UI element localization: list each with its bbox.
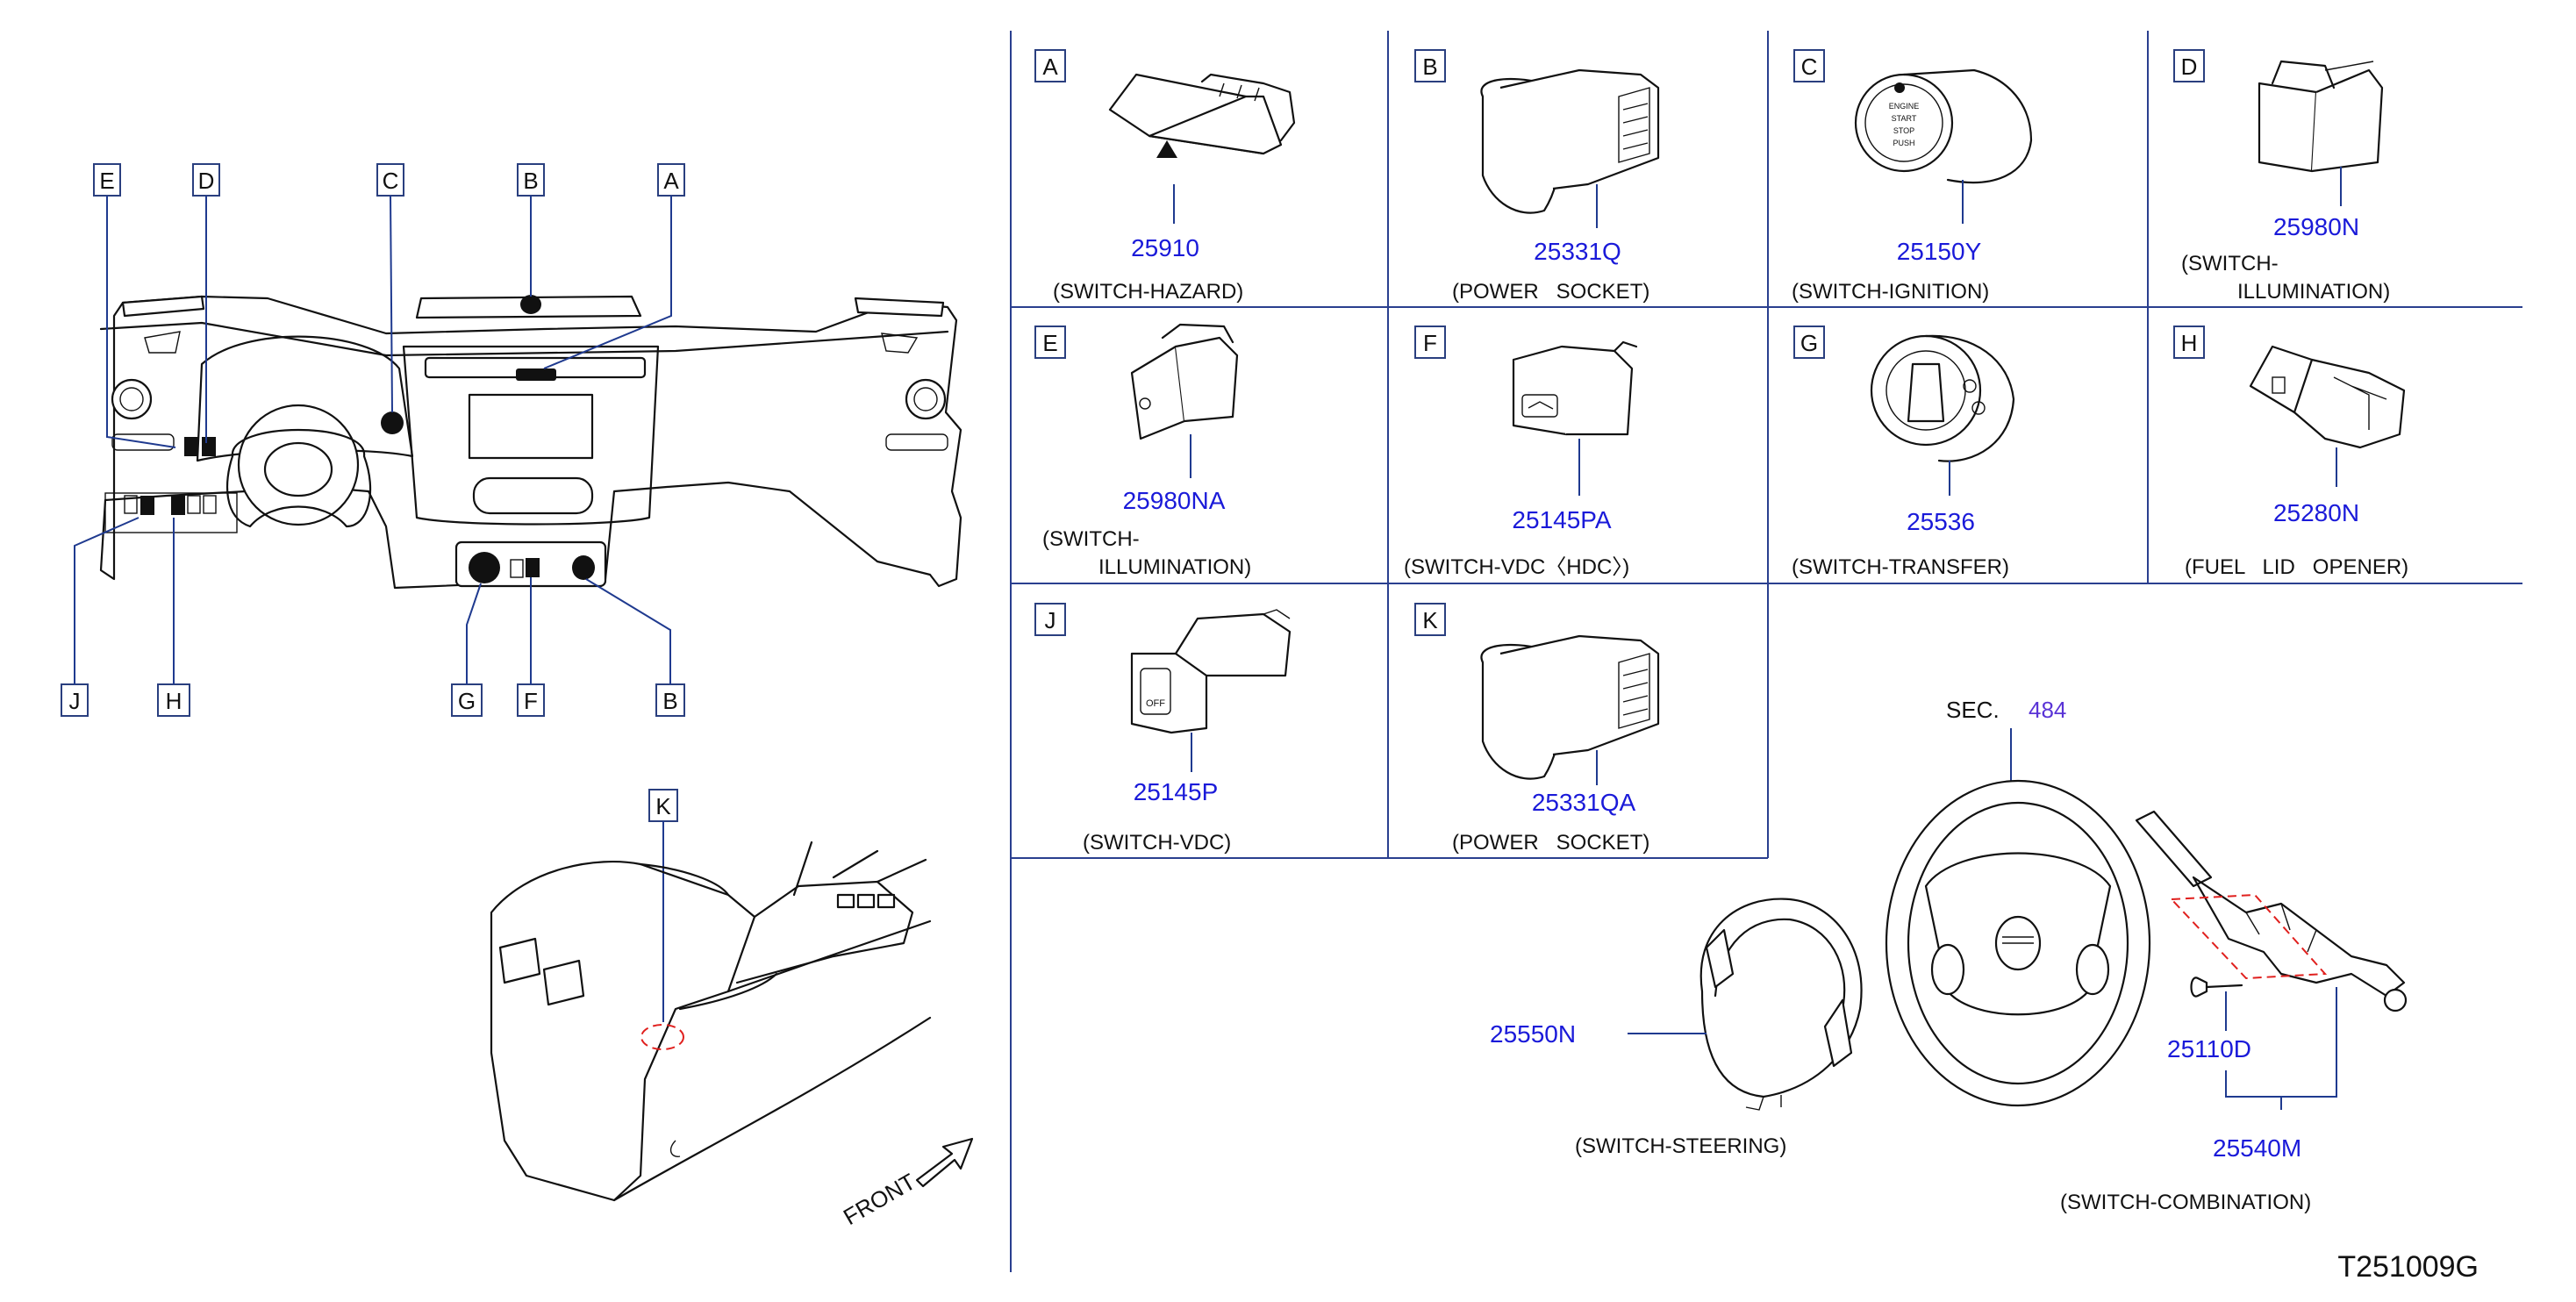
part-number-j: 25145P	[1134, 778, 1219, 805]
ignition-text-push: PUSH	[1893, 139, 1914, 147]
callout-B-bottom: B	[662, 688, 677, 714]
desc-c: (SWITCH-IGNITION)	[1792, 280, 1989, 304]
cell-letters	[1034, 49, 2205, 636]
desc-d-line1: (SWITCH-	[2181, 252, 2279, 275]
sec-number: 484	[2029, 697, 2066, 723]
fuel-lid-switch-icon	[2249, 345, 2406, 487]
desc-f: (SWITCH-VDC〈HDC〉)	[1404, 555, 1629, 579]
desc-e-line1: (SWITCH-	[1042, 527, 1140, 551]
callout-F: F	[524, 688, 538, 714]
ignition-text-engine: ENGINE	[1889, 102, 1920, 111]
vdc-switch-icon	[1130, 609, 1292, 772]
cell-letter-e: E	[1042, 330, 1057, 356]
desc-b: (POWER SOCKET)	[1452, 280, 1649, 304]
cell-letter-h: H	[2181, 330, 2198, 356]
callout-C: C	[383, 168, 399, 194]
part-number-combination: 25540M	[2213, 1134, 2301, 1162]
cell-letter-f: F	[1423, 330, 1437, 356]
desc-k: (POWER SOCKET)	[1452, 831, 1649, 855]
desc-e-line2: ILLUMINATION)	[1098, 555, 1251, 579]
transfer-switch-icon	[1870, 334, 2015, 496]
desc-j: (SWITCH-VDC)	[1083, 831, 1231, 855]
callout-A: A	[663, 168, 679, 194]
cell-letter-d: D	[2181, 54, 2198, 80]
part-number-screw: 25110D	[2167, 1035, 2251, 1062]
part-number-g: 25536	[1907, 508, 1975, 535]
callout-H: H	[166, 688, 182, 714]
part-number-h: 25280N	[2273, 499, 2359, 526]
callout-D: D	[198, 168, 215, 194]
part-number-switch-steering: 25550N	[1490, 1020, 1576, 1048]
part-number-f: 25145PA	[1512, 506, 1611, 533]
sec-label: SEC.	[1946, 697, 2000, 723]
callout-J: J	[69, 688, 81, 714]
cell-letter-b: B	[1422, 54, 1437, 80]
vdc-off-text: OFF	[1146, 698, 1165, 709]
cell-letter-g: G	[1800, 330, 1818, 356]
steering-assembly	[1628, 728, 2408, 1111]
hazard-switch-icon	[1108, 73, 1296, 224]
ignition-text-start: START	[1892, 114, 1917, 123]
power-socket-icon-b	[1480, 68, 1660, 228]
part-number-a: 25910	[1131, 234, 1199, 261]
illumination-switch-icon-d	[2258, 60, 2384, 206]
callout-B-top: B	[523, 168, 538, 194]
diagram-id: T251009G	[2337, 1250, 2479, 1284]
power-socket-icon-k	[1480, 634, 1660, 785]
front-label: FRONT	[839, 1168, 920, 1230]
console-overview	[490, 789, 974, 1202]
part-number-d: 25980N	[2273, 213, 2359, 240]
vdc-hdc-switch-icon	[1512, 340, 1638, 496]
ignition-switch-icon	[1854, 68, 2033, 224]
desc-g: (SWITCH-TRANSFER)	[1792, 555, 2009, 579]
part-number-b: 25331Q	[1534, 238, 1621, 265]
desc-d-line2: ILLUMINATION)	[2237, 280, 2390, 304]
part-number-e: 25980NA	[1123, 487, 1226, 514]
cell-letter-c: C	[1801, 54, 1818, 80]
illumination-switch-icon-e	[1130, 323, 1239, 478]
callout-G: G	[458, 688, 476, 714]
cell-letter-a: A	[1042, 54, 1058, 80]
cell-letter-k: K	[1422, 607, 1438, 633]
callout-K: K	[655, 793, 671, 819]
grid-frame	[1010, 31, 2522, 1272]
desc-switch-steering: (SWITCH-STEERING)	[1575, 1134, 1786, 1158]
desc-switch-combination: (SWITCH-COMBINATION)	[2060, 1191, 2311, 1214]
callout-E: E	[99, 168, 114, 194]
desc-h: (FUEL LID OPENER)	[2185, 555, 2408, 579]
part-number-k: 25331QA	[1532, 789, 1636, 816]
part-number-c: 25150Y	[1897, 238, 1982, 265]
cell-letter-j: J	[1045, 607, 1056, 633]
desc-a: (SWITCH-HAZARD)	[1053, 280, 1243, 304]
dashboard-overview	[61, 163, 962, 717]
ignition-text-stop: STOP	[1893, 126, 1914, 135]
